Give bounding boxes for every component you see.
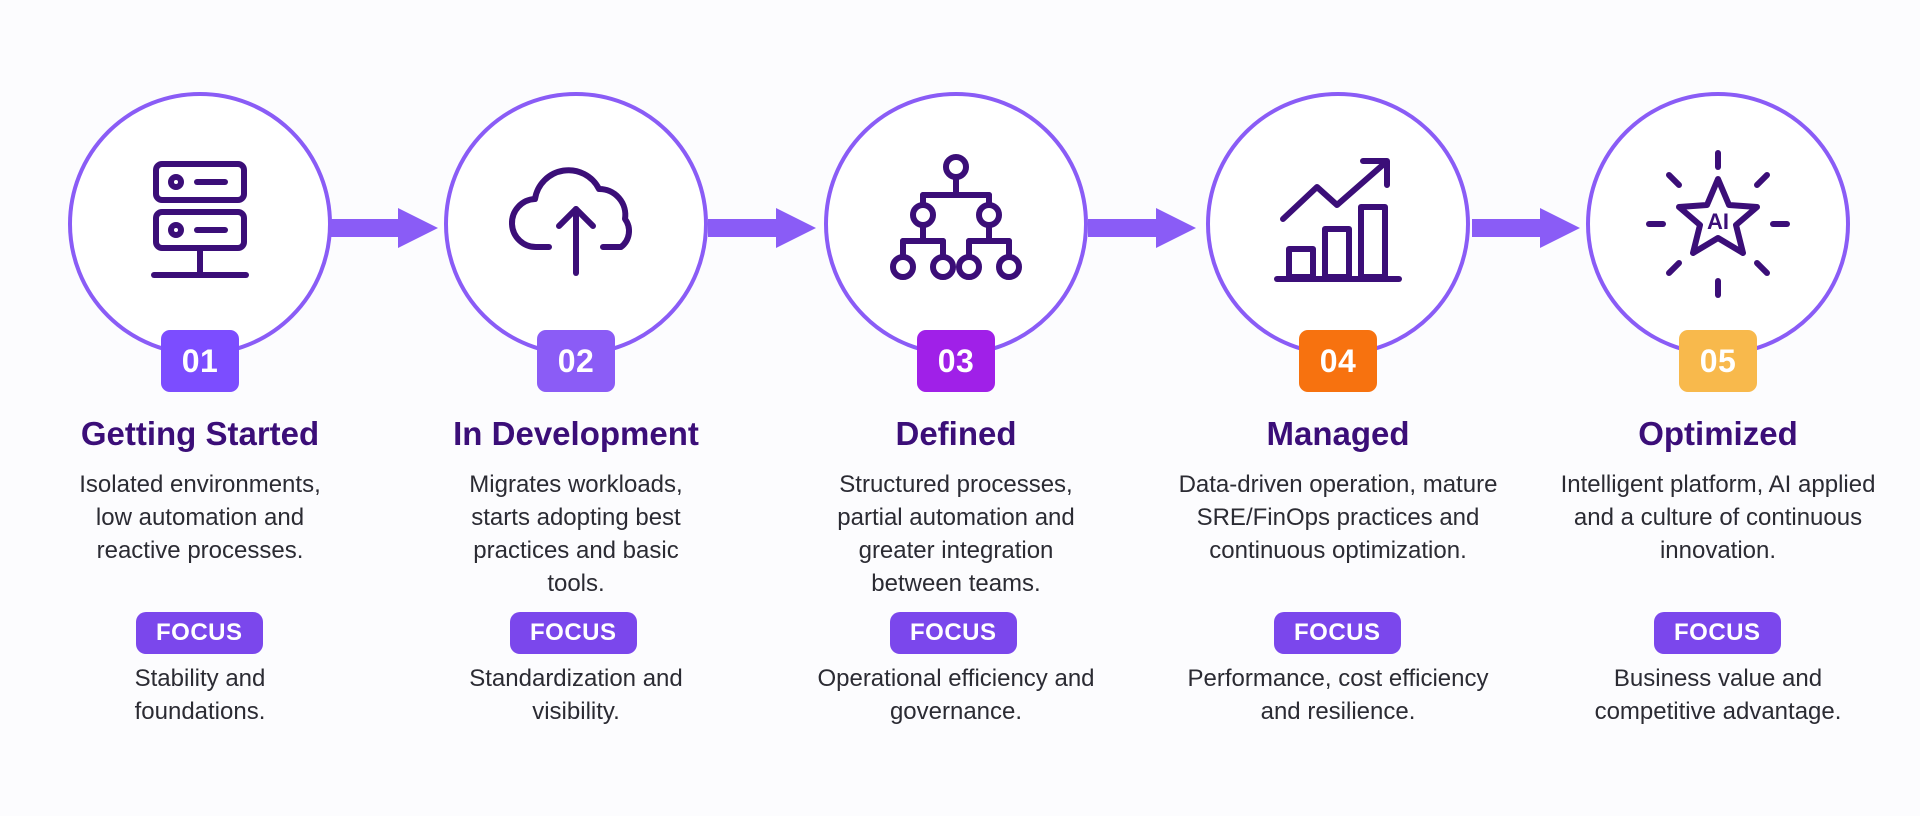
hierarchy-icon <box>890 154 1022 280</box>
stage-title: In Development <box>453 415 699 452</box>
focus-pill: FOCUS <box>890 612 1017 654</box>
growth-chart-icon <box>1274 158 1402 282</box>
stage-1: 01 Getting Started Isolated environments… <box>10 0 390 816</box>
arrow-icon <box>1472 208 1580 248</box>
stage-5: AI 05 Optimized Intelligent platform, AI… <box>1528 0 1908 816</box>
stage-number-badge: 01 <box>161 330 239 392</box>
ai-label: AI <box>1707 209 1729 234</box>
stage-description: Structured processes, partial automation… <box>837 471 1075 597</box>
focus-pill: FOCUS <box>136 612 263 654</box>
focus-text: Performance, cost efficiency and resilie… <box>1187 665 1489 725</box>
stage-title: Getting Started <box>80 415 320 452</box>
stage-number-badge: 04 <box>1299 330 1377 392</box>
arrow-icon <box>330 208 438 248</box>
focus-text: Stability and foundations. <box>134 665 266 725</box>
stage-title: Managed <box>1266 415 1410 452</box>
focus-text: Standardization and visibility. <box>469 665 683 725</box>
stage-circle <box>1206 92 1470 356</box>
focus-pill: FOCUS <box>1654 612 1781 654</box>
stage-3: 03 Defined Structured processes, partial… <box>766 0 1146 816</box>
stage-2: 02 In Development Migrates workloads, st… <box>386 0 766 816</box>
stage-circle <box>444 92 708 356</box>
server-rack-icon <box>151 161 249 278</box>
stage-circle <box>824 92 1088 356</box>
focus-pill: FOCUS <box>1274 612 1401 654</box>
stage-description: Isolated environments, low automation an… <box>79 471 321 564</box>
stage-number-badge: 05 <box>1679 330 1757 392</box>
ai-star-icon: AI <box>1646 150 1790 298</box>
stage-description: Intelligent platform, AI applied and a c… <box>1560 471 1876 564</box>
stage-title: Defined <box>895 415 1017 452</box>
stage-description: Migrates workloads, starts adopting best… <box>469 471 683 597</box>
cloud-upload-icon <box>509 167 632 276</box>
stage-number-badge: 03 <box>917 330 995 392</box>
stage-4: 04 Managed Data-driven operation, mature… <box>1148 0 1528 816</box>
stage-title: Optimized <box>1638 415 1798 452</box>
stage-description: Data-driven operation, mature SRE/FinOps… <box>1178 471 1498 564</box>
focus-pill: FOCUS <box>510 612 637 654</box>
stage-circle <box>68 92 332 356</box>
focus-text: Business value and competitive advantage… <box>1594 665 1842 725</box>
arrow-icon <box>708 208 816 248</box>
stage-circle: AI <box>1586 92 1850 356</box>
stage-number-badge: 02 <box>537 330 615 392</box>
arrow-icon <box>1088 208 1196 248</box>
focus-text: Operational efficiency and governance. <box>817 665 1095 725</box>
